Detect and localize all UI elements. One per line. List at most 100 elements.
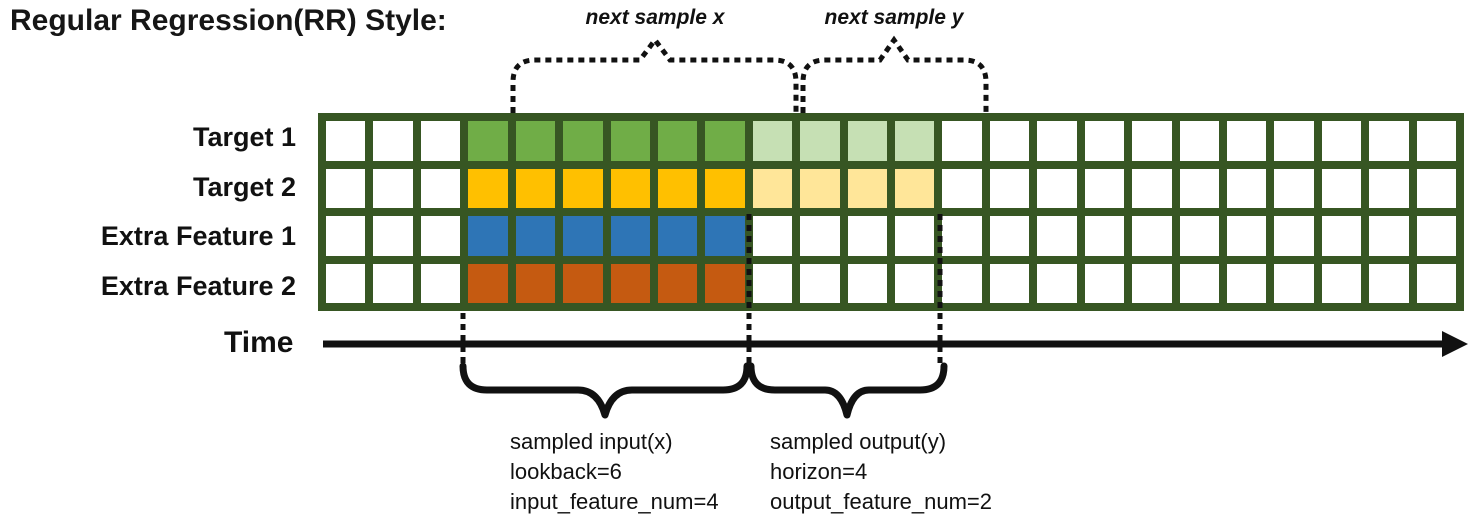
grid-cell (1037, 216, 1077, 256)
time-axis-arrowhead (1442, 331, 1468, 357)
grid-cell (1179, 121, 1219, 161)
grid-cell (1274, 121, 1314, 161)
grid-cell (847, 216, 887, 256)
grid-cell (1416, 216, 1456, 256)
grid-cell (373, 121, 413, 161)
grid-cell (1274, 263, 1314, 303)
grid-cell (373, 168, 413, 208)
diagram-title: Regular Regression(RR) Style: (10, 4, 447, 37)
grid-cell (989, 121, 1030, 161)
grid-cell (326, 168, 366, 208)
grid-cell (800, 263, 840, 303)
lookback-value: lookback=6 (510, 459, 622, 484)
grid-cell (563, 263, 603, 303)
grid-cell (847, 168, 887, 208)
grid-cell (705, 121, 745, 161)
grid-cell (373, 263, 413, 303)
grid-cell (326, 263, 366, 303)
grid-cell (373, 216, 413, 256)
grid-cell (705, 263, 745, 303)
grid-cell (1132, 121, 1172, 161)
grid-cell (657, 168, 698, 208)
grid-cell (563, 216, 603, 256)
grid-cell (1321, 216, 1362, 256)
grid-cell (895, 263, 935, 303)
grid-cell (847, 121, 887, 161)
grid-cell (1179, 263, 1219, 303)
grid-cell (1132, 263, 1172, 303)
grid-cell (895, 216, 935, 256)
grid-cell (1179, 168, 1219, 208)
grid-cell (1132, 216, 1172, 256)
grid-cell (1084, 168, 1125, 208)
row-label: Target 2 (192, 171, 296, 202)
grid-cell (420, 121, 461, 161)
grid-cell (1132, 168, 1172, 208)
input-feature-num: input_feature_num=4 (510, 489, 719, 514)
grid-cell (468, 121, 508, 161)
grid-cell (705, 168, 745, 208)
next-sample-y-brace (800, 35, 989, 113)
grid-cell (468, 263, 508, 303)
grid-cell (563, 121, 603, 161)
grid-cell (515, 121, 556, 161)
row-labels: Target 1 Target 2 Extra Feature 1 Extra Fea… (0, 113, 306, 311)
grid-cell (1321, 168, 1362, 208)
grid-cell (610, 216, 650, 256)
grid-cell (468, 168, 508, 208)
time-axis-label: Time (224, 326, 294, 359)
output-feature-num: output_feature_num=2 (770, 489, 993, 514)
grid-cell (1369, 121, 1409, 161)
grid-cell (989, 168, 1030, 208)
grid-cell (515, 168, 556, 208)
grid-cell (610, 263, 650, 303)
grid-cell (1369, 216, 1409, 256)
grid-cell (1226, 216, 1267, 256)
timeline-grid (318, 113, 1464, 311)
grid-cell (657, 121, 698, 161)
grid-cell (847, 263, 887, 303)
grid-cell (610, 168, 650, 208)
grid-cell (1369, 168, 1409, 208)
grid-cell (1226, 121, 1267, 161)
grid-cell (515, 263, 556, 303)
horizon-value: horizon=4 (770, 459, 868, 484)
grid-cell (1037, 121, 1077, 161)
grid-cell (326, 216, 366, 256)
row-label: Extra Feature 2 (100, 270, 296, 301)
grid-cell (515, 216, 556, 256)
grid-cell (420, 168, 461, 208)
grid-cell (420, 263, 461, 303)
grid-cell (610, 121, 650, 161)
grid-cell (752, 263, 793, 303)
grid-cell (1037, 263, 1077, 303)
next-sample-y-label: next sample y (824, 6, 964, 29)
grid-cell (1416, 168, 1456, 208)
grid-cell (752, 168, 793, 208)
next-sample-x-label: next sample x (585, 6, 725, 29)
row-label: Target 1 (192, 122, 296, 153)
grid-cell (1084, 216, 1125, 256)
grid-cell (1179, 216, 1219, 256)
next-sample-x-brace (510, 35, 799, 113)
grid-cell (942, 263, 982, 303)
grid-cell (657, 263, 698, 303)
grid-cell (1321, 121, 1362, 161)
grid-cell (1416, 121, 1456, 161)
grid-cell (1226, 168, 1267, 208)
grid-cell (895, 168, 935, 208)
grid-cell (800, 121, 840, 161)
sampled-input-brace (459, 362, 751, 419)
grid-cell (895, 121, 935, 161)
grid-cell (989, 263, 1030, 303)
grid-cell (1084, 121, 1125, 161)
grid-cell (1274, 168, 1314, 208)
grid-cell (942, 216, 982, 256)
grid-cell (1226, 263, 1267, 303)
sampled-output-brace (747, 362, 948, 419)
grid-cell (989, 216, 1030, 256)
grid-cell (705, 216, 745, 256)
grid-cell (1369, 263, 1409, 303)
grid-cell (420, 216, 461, 256)
row-label: Extra Feature 1 (100, 221, 296, 252)
